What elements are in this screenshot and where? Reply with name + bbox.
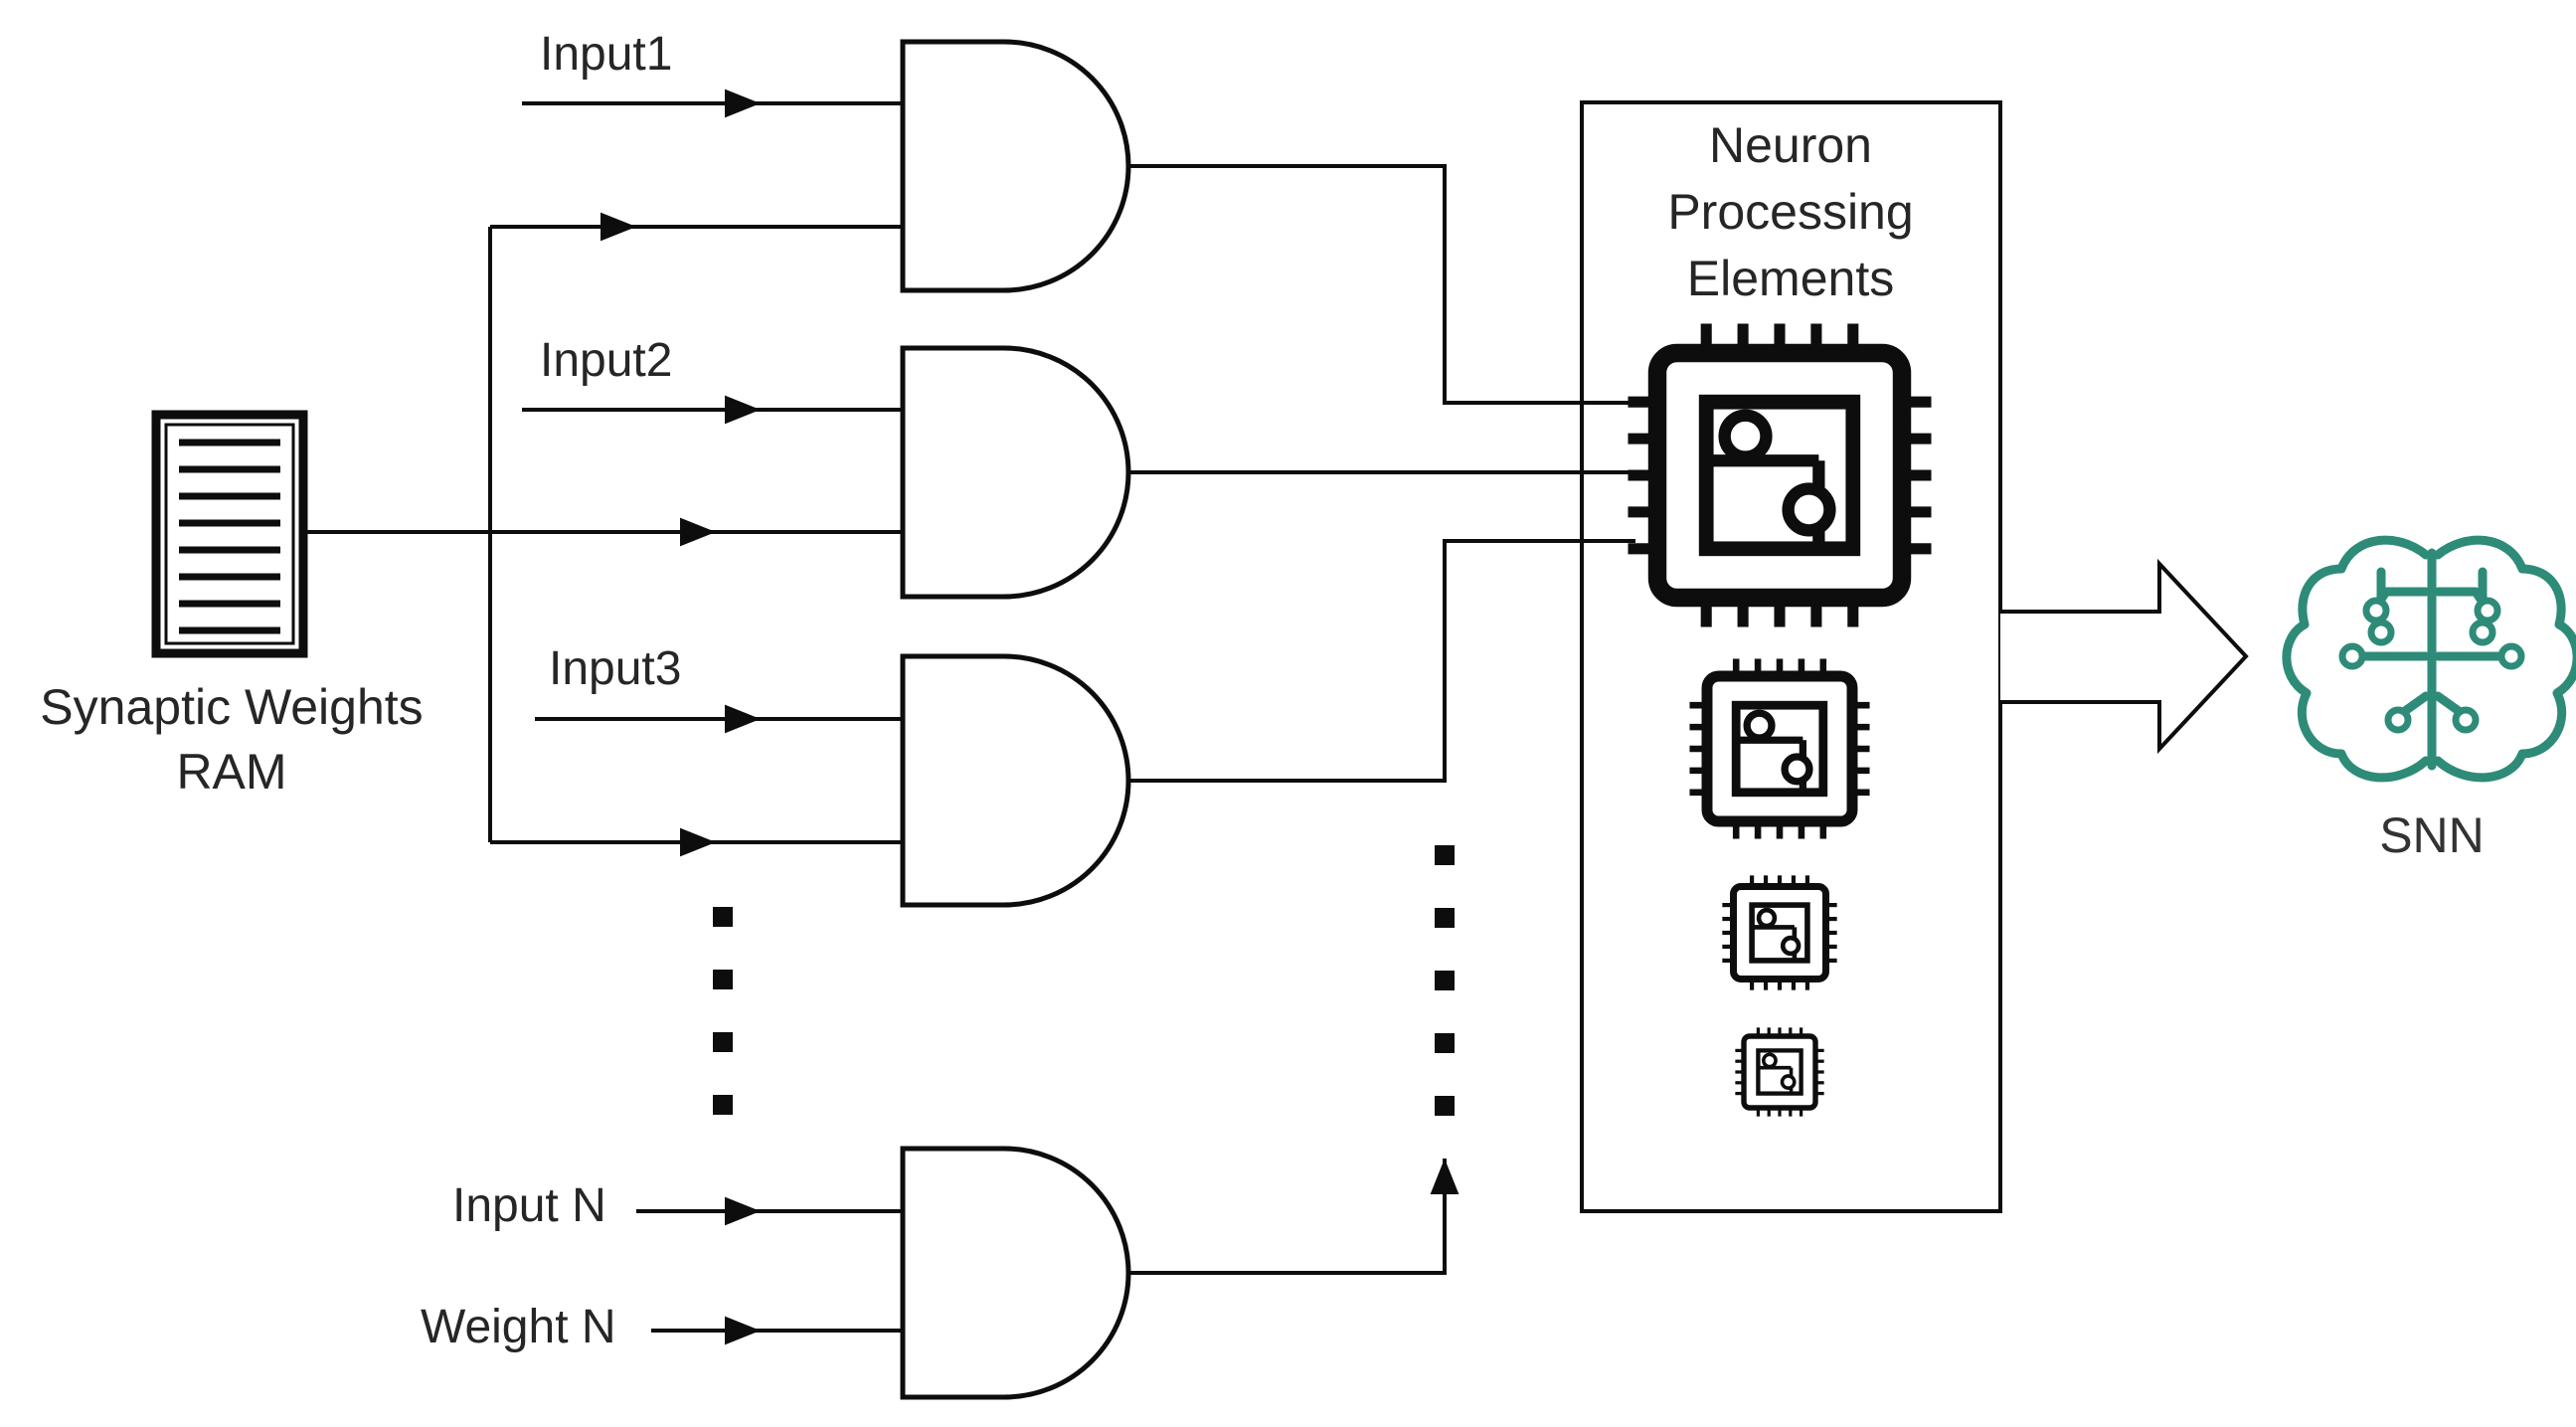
and-gate-1 xyxy=(900,39,1131,293)
ram-icon xyxy=(151,410,308,658)
input2-label: Input2 xyxy=(540,334,672,387)
npe-label-line2: Processing xyxy=(1667,184,1913,240)
processor-chip-icon-tiny xyxy=(1735,1027,1823,1116)
input3-label: Input3 xyxy=(549,642,681,695)
input-lines xyxy=(522,89,903,1345)
weight-n-label: Weight N xyxy=(421,1301,616,1353)
and-gate-3 xyxy=(900,653,1131,908)
ellipsis-inputs xyxy=(713,907,733,1115)
npe-label-line3: Elements xyxy=(1687,251,1894,306)
processor-chip-icon-large xyxy=(1628,323,1931,626)
ellipsis-outputs xyxy=(1435,845,1455,1116)
weight-bus xyxy=(303,212,903,857)
and-gate-2 xyxy=(900,345,1131,600)
output-arrow-icon xyxy=(2000,558,2249,755)
input1-label: Input1 xyxy=(540,28,672,81)
gate-output-wires xyxy=(1128,164,1635,1275)
snn-label: SNN xyxy=(2379,807,2485,863)
brain-icon-nodes xyxy=(2338,597,2525,734)
ram-label-line1: Synaptic Weights xyxy=(40,679,423,735)
brain-icon xyxy=(2282,535,2576,783)
processor-chip-icon-medium xyxy=(1689,658,1869,838)
and-gate-n xyxy=(900,1146,1131,1400)
ram-label-line2: RAM xyxy=(176,744,286,800)
processor-chip-icon-small xyxy=(1722,875,1836,989)
npe-label-line1: Neuron xyxy=(1709,117,1872,173)
and-gates xyxy=(900,39,1131,1400)
input-n-label: Input N xyxy=(452,1179,606,1232)
